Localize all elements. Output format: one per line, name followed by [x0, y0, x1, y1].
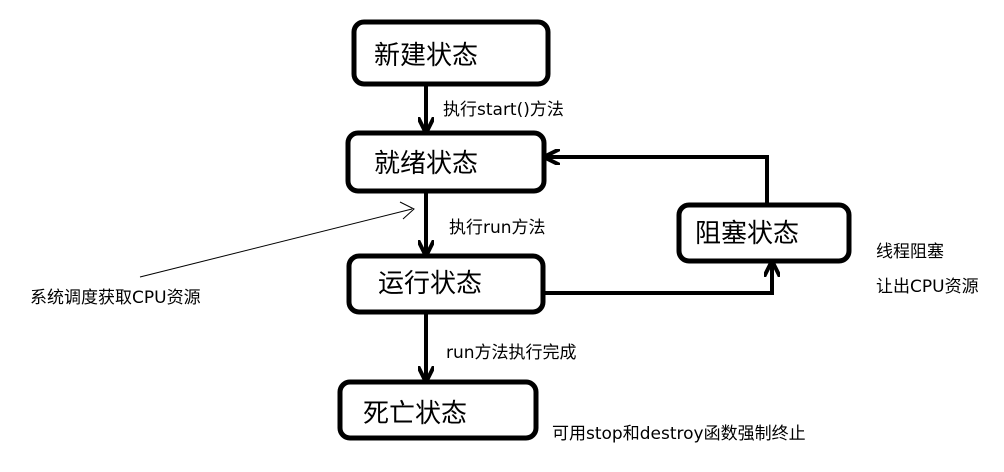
state-new-box [351, 19, 551, 87]
state-new: 新建状态 [351, 19, 551, 87]
arrow-running-to-blocked [543, 264, 772, 295]
annotation-dead-note: 可用stop和destroy函数强制终止 [552, 424, 806, 444]
state-dead-label: 死亡状态 [363, 399, 467, 429]
arrow-blocked-to-ready [547, 157, 769, 205]
state-running-label: 运行状态 [378, 269, 482, 299]
annotation-blocked-line1: 线程阻塞 [876, 242, 944, 262]
state-ready-label: 就绪状态 [374, 149, 478, 179]
scheduler-pointer-head [399, 201, 415, 220]
state-new-label: 新建状态 [374, 41, 478, 71]
state-ready: 就绪状态 [345, 130, 547, 194]
scheduler-pointer-line [139, 208, 413, 278]
annotation-blocked-line2: 让出CPU资源 [876, 277, 979, 297]
label-ready-to-running: 执行run方法 [449, 218, 546, 238]
label-running-to-dead: run方法执行完成 [446, 343, 577, 363]
state-running: 运行状态 [346, 253, 546, 315]
label-new-to-ready: 执行start()方法 [443, 100, 564, 120]
state-dead: 死亡状态 [337, 379, 539, 441]
state-dead-box [337, 379, 539, 441]
state-running-box [346, 253, 546, 315]
state-blocked-label: 阻塞状态 [695, 219, 799, 249]
state-blocked: 阻塞状态 [676, 202, 852, 264]
annotation-scheduler: 系统调度获取CPU资源 [30, 288, 201, 308]
